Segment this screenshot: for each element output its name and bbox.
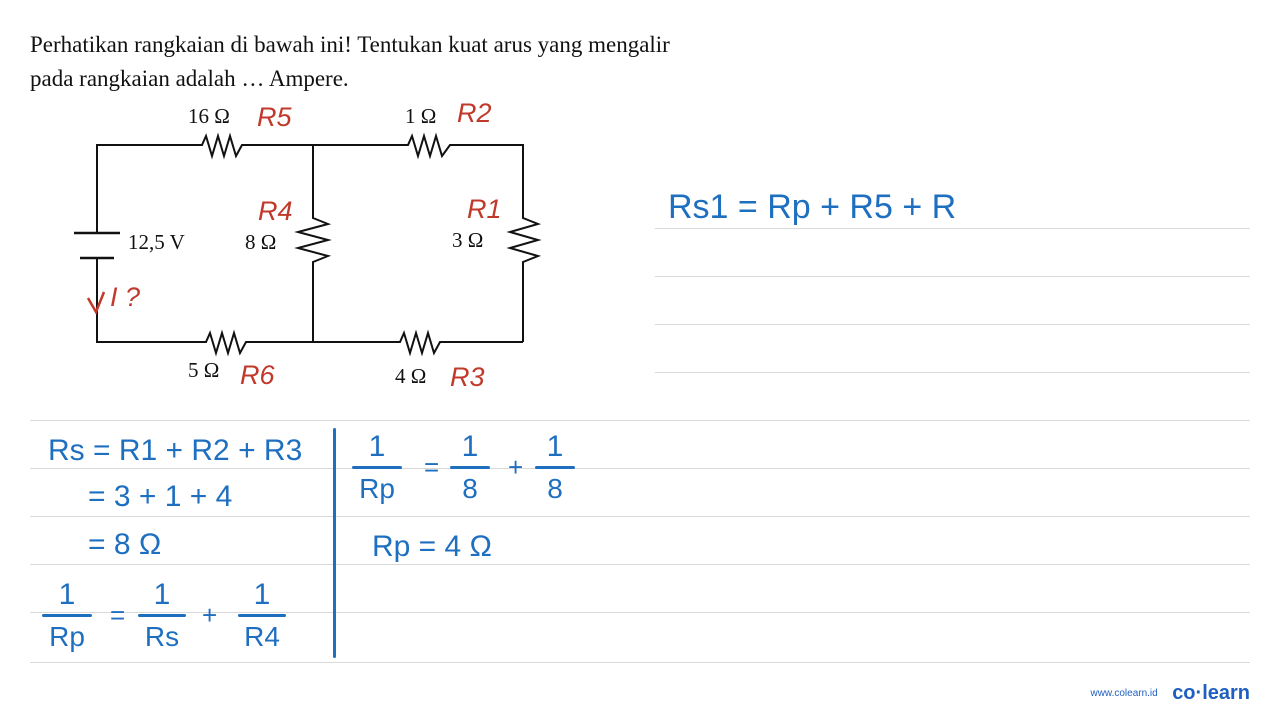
resistor-r1-tag: R1 [467,194,502,224]
ruled-line [655,324,1250,325]
wire-bottom-left [96,258,200,343]
resistor-r6-tag: R6 [240,360,275,390]
resistor-r4-zigzag [294,205,332,342]
rs-equation-line3: = 8 Ω [88,528,162,561]
column-divider [333,428,336,658]
resistor-r5-zigzag [188,132,313,160]
wire-top-left [96,144,188,233]
brand-site: www.colearn.id [1090,688,1158,699]
fraction-term-rs: 1 Rs [138,578,186,653]
rp-result: Rp = 4 Ω [372,530,492,563]
resistor-r1-zigzag [506,205,542,342]
fraction-term-8b: 1 8 [535,430,575,505]
fraction-lhs-rp-right: 1 Rp [352,430,402,505]
ruled-line [30,612,1250,613]
resistor-r4-tag: R4 [258,196,293,226]
resistor-r3-tag: R3 [450,362,485,392]
current-question-note: I ? [110,282,141,312]
fraction-equals: = [110,600,126,630]
ruled-line [30,468,1250,469]
resistor-r3-value: 4 Ω [395,364,427,388]
question-text: Perhatikan rangkaian di bawah ini! Tentu… [30,32,670,91]
ruled-line [655,228,1250,229]
rs-equation-line1: Rs = R1 + R2 + R3 [48,434,303,467]
resistor-r2-tag: R2 [457,98,492,128]
resistor-r1-value: 3 Ω [452,228,484,252]
fraction-lhs-rp: 1 Rp [42,578,92,653]
resistor-r5-value: 16 Ω [188,104,230,128]
rs-equation-line2: = 3 + 1 + 4 [88,480,233,513]
resistor-r4-value: 8 Ω [245,230,277,254]
fraction-plus-right: + [508,452,524,482]
fraction-plus: + [202,600,218,630]
rs1-equation: Rs1 = Rp + R5 + R [668,188,957,226]
ruled-line [30,564,1250,565]
fraction-term-8a: 1 8 [450,430,490,505]
ruled-line [30,662,1250,663]
resistor-r2-zigzag [395,132,524,205]
resistor-r3-zigzag [313,329,523,357]
resistor-r6-zigzag [200,329,313,357]
battery-label: 12,5 V [128,230,185,254]
resistor-r5-tag: R5 [257,102,292,132]
current-arrow-mark [86,291,106,315]
fraction-equals-right: = [424,452,440,482]
ruled-line [655,372,1250,373]
resistor-r6-value: 5 Ω [188,358,220,382]
ruled-line [30,420,1250,421]
brand-footer: www.colearn.id co·learn [1090,682,1250,705]
resistor-r2-value: 1 Ω [405,104,437,128]
ruled-line [30,516,1250,517]
fraction-term-r4: 1 R4 [238,578,286,653]
colearn-logo: co·learn [1172,682,1250,704]
ruled-line [655,276,1250,277]
